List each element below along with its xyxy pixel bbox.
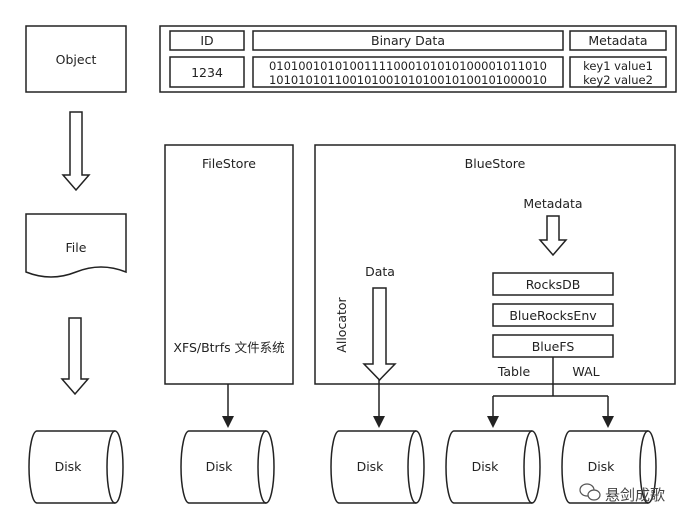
file-document-shape xyxy=(25,213,127,278)
binary-value-line2: 10101010110010100101010010100101000010 xyxy=(269,73,547,87)
file-label: File xyxy=(66,240,87,255)
binary-header-cell xyxy=(252,30,564,51)
id-value: 1234 xyxy=(191,65,223,80)
rocksdb-layer xyxy=(492,272,614,296)
disk-4: Disk xyxy=(445,430,541,504)
object-layout-table: ID Binary Data Metadata 1234 01010010101… xyxy=(159,25,677,93)
arrowhead-icon xyxy=(487,416,499,428)
binary-value-cell xyxy=(252,56,564,88)
metadata-header: Metadata xyxy=(588,33,647,48)
disk-2: Disk xyxy=(180,430,275,504)
filestore-box xyxy=(164,144,294,385)
filestore-title: FileStore xyxy=(202,156,256,171)
disk-label: Disk xyxy=(206,459,234,474)
id-value-cell xyxy=(169,56,245,88)
wal-label: WAL xyxy=(572,364,599,379)
disk-label: Disk xyxy=(357,459,385,474)
arrowhead-icon xyxy=(602,416,614,428)
allocator-label: Allocator xyxy=(334,296,349,352)
metadata-value-line1: key1 value1 xyxy=(583,59,653,73)
bluestore-title: BlueStore xyxy=(465,156,526,171)
disk-3: Disk xyxy=(330,430,425,504)
down-arrow-icon xyxy=(60,317,90,396)
disk-5: Disk xyxy=(561,430,657,504)
metadata-flow-label: Metadata xyxy=(523,196,582,211)
bluerocksenv-label: BlueRocksEnv xyxy=(509,308,597,323)
metadata-value-line2: key2 value2 xyxy=(583,73,653,87)
wechat-logo-icon xyxy=(579,483,601,501)
data-flow-label: Data xyxy=(365,264,395,279)
down-arrow-icon xyxy=(538,215,568,257)
disk-1: Disk xyxy=(28,430,124,504)
down-arrow-icon xyxy=(362,287,397,382)
filesystem-label: XFS/Btrfs 文件系统 xyxy=(173,340,284,355)
disk-label: Disk xyxy=(55,459,83,474)
binary-header: Binary Data xyxy=(371,33,445,48)
object-box xyxy=(25,25,127,93)
arrowhead-icon xyxy=(373,416,385,428)
arrowhead-icon xyxy=(222,416,234,428)
watermark-text: 悬剑成歌 xyxy=(605,486,665,504)
metadata-header-cell xyxy=(569,30,667,51)
bluerocksenv-layer xyxy=(492,303,614,327)
table-label: Table xyxy=(497,364,531,379)
binary-value-line1: 01010010101001111000101010100001011010 xyxy=(269,59,547,73)
down-arrow-icon xyxy=(61,111,91,192)
disk-label: Disk xyxy=(472,459,500,474)
object-label: Object xyxy=(56,52,97,67)
id-header-cell xyxy=(169,30,245,51)
id-header: ID xyxy=(200,33,213,48)
watermark: 悬剑成歌 xyxy=(579,483,665,504)
rocksdb-label: RocksDB xyxy=(526,277,581,292)
metadata-value-cell xyxy=(569,56,667,88)
disk-label: Disk xyxy=(588,459,616,474)
bluefs-label: BlueFS xyxy=(532,339,575,354)
